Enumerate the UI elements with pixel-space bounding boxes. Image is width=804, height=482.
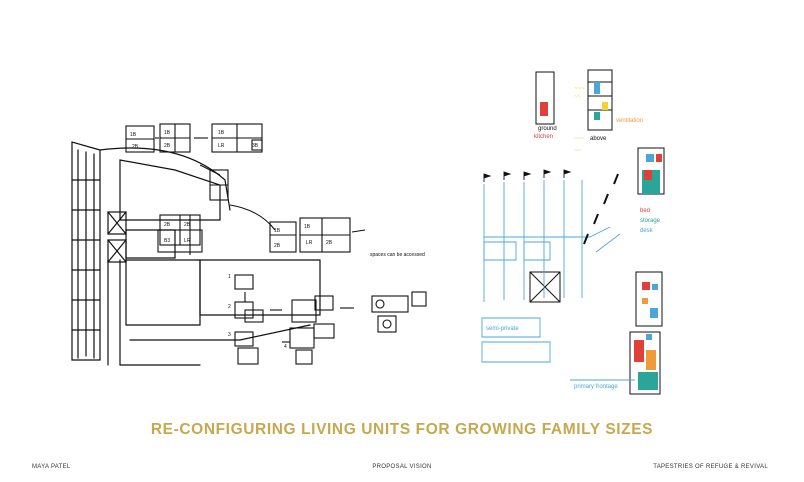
svg-text:2: 2 <box>228 304 231 310</box>
svg-text:3B: 3B <box>252 143 259 149</box>
svg-text:1B: 1B <box>164 130 171 136</box>
annotation-kitchen: kitchen <box>534 134 553 140</box>
svg-text:LR: LR <box>218 143 225 149</box>
svg-text:~~~: ~~~ <box>574 136 585 142</box>
svg-text:~~~: ~~~ <box>574 86 585 92</box>
svg-text:2B: 2B <box>164 143 171 149</box>
svg-text:1: 1 <box>228 274 231 280</box>
svg-text:2B: 2B <box>184 222 191 228</box>
footer-project-title: TAPESTRIES OF REFUGE & REVIVAL <box>653 464 768 470</box>
footer-section: PROPOSAL VISION <box>372 464 432 470</box>
svg-text:LR: LR <box>184 238 191 244</box>
footer-author: MAYA PATEL <box>32 464 71 470</box>
svg-text:4: 4 <box>284 344 287 350</box>
annotation-bed: bed <box>640 208 650 214</box>
annotation-storage: storage <box>640 218 661 224</box>
annotation-desk: desk <box>640 228 654 234</box>
svg-text:LR: LR <box>306 240 313 246</box>
svg-text:2B: 2B <box>132 144 139 150</box>
svg-text:1B: 1B <box>274 228 281 234</box>
svg-text:3: 3 <box>228 332 231 338</box>
annotation-primary-frontage: primary frontage <box>574 384 618 390</box>
svg-text:1B: 1B <box>130 132 137 138</box>
svg-text:2B: 2B <box>326 240 333 246</box>
svg-text:B3: B3 <box>164 238 170 244</box>
svg-text:2B: 2B <box>274 243 281 249</box>
site-plan-sketch: 1B 2B 1B 2B 1B LR 3B 2B 2B B3 LR 1B 1B LR 2B 2B 1… <box>71 123 427 366</box>
svg-text:~~: ~~ <box>574 94 582 100</box>
page-headline: RE-CONFIGURING LIVING UNITS FOR GROWING … <box>150 421 654 438</box>
annotation-semi-private: semi-private <box>486 326 519 332</box>
svg-text:~~: ~~ <box>574 148 582 154</box>
annotation-spaces-accessed: spaces can be accessed <box>370 252 425 258</box>
unit-growth-sketch: ground above ventilation kitchen bed sto… <box>481 69 665 395</box>
annotation-above: above <box>590 136 607 142</box>
svg-text:1B: 1B <box>218 130 225 136</box>
annotation-ground: ground <box>538 126 557 132</box>
svg-text:2B: 2B <box>164 222 171 228</box>
annotation-ventilation: ventilation <box>616 118 643 124</box>
svg-text:1B: 1B <box>304 224 311 230</box>
